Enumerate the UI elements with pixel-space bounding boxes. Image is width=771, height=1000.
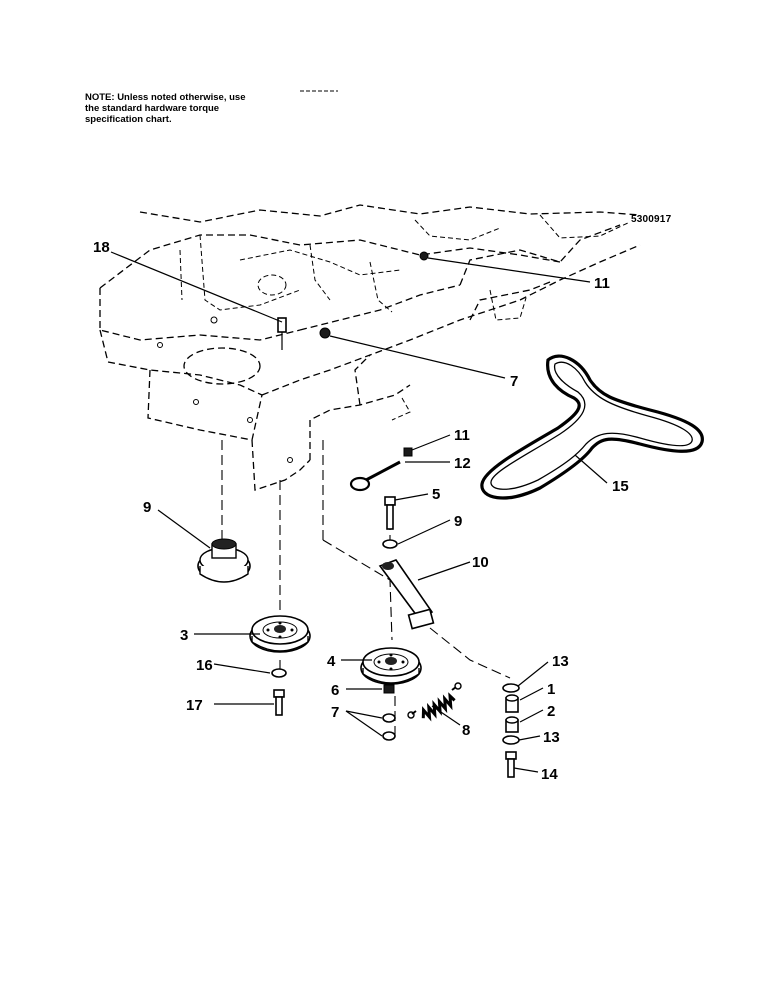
part-14-bolt <box>505 751 517 778</box>
part-13-washer-lower <box>502 735 520 745</box>
callout-14: 14 <box>541 766 558 783</box>
callout-8: 8 <box>462 722 470 739</box>
callout-9-pulley: 9 <box>143 499 151 516</box>
callout-17: 17 <box>186 697 203 714</box>
part-5-bolt <box>384 496 396 530</box>
callout-13-bottom: 13 <box>543 729 560 746</box>
callout-7-washers: 7 <box>331 704 339 721</box>
part-2-spacer <box>505 716 519 733</box>
part-4-pulley <box>360 647 422 685</box>
figure-code: 5300917 <box>631 214 672 225</box>
part-15-belt <box>480 354 704 500</box>
part-3-pulley <box>249 615 311 653</box>
note-line-3: specification chart. <box>85 114 172 125</box>
callout-11-top: 11 <box>594 275 610 292</box>
part-10-idler-arm <box>378 559 435 630</box>
chassis-frame <box>99 204 641 491</box>
part-11-nut-top <box>419 251 429 261</box>
torque-note: NOTE: Unless noted otherwise, use the st… <box>85 92 285 125</box>
callout-16: 16 <box>196 657 213 674</box>
callout-11-eyebolt: 11 <box>454 427 470 444</box>
part-9-washer <box>382 539 398 549</box>
callout-6: 6 <box>331 682 339 699</box>
note-line-2: the standard hardware torque <box>85 103 220 114</box>
callout-13-top: 13 <box>552 653 569 670</box>
callout-18: 18 <box>93 239 110 256</box>
callout-7-top: 7 <box>510 373 518 390</box>
callout-1: 1 <box>547 681 555 698</box>
part-18-bolt <box>277 317 287 350</box>
part-6-nut <box>383 684 395 694</box>
callout-9-washer: 9 <box>454 513 462 530</box>
leader-lines <box>110 251 608 773</box>
callout-2: 2 <box>547 703 555 720</box>
callout-4: 4 <box>327 653 336 670</box>
callout-5: 5 <box>432 486 440 503</box>
callout-10: 10 <box>472 554 489 571</box>
callout-12: 12 <box>454 455 471 472</box>
part-16-washer <box>271 668 287 678</box>
callout-labels: 18 11 7 11 12 15 9 5 9 10 3 16 17 4 6 7 … <box>93 239 629 783</box>
part-8-spring <box>407 682 462 722</box>
callout-3: 3 <box>180 627 188 644</box>
part-7-nut-top <box>319 327 331 339</box>
callout-15: 15 <box>612 478 629 495</box>
part-11-nut-eyebolt <box>403 447 413 457</box>
part-13-washer-upper <box>502 683 520 693</box>
note-line-1: NOTE: Unless noted otherwise, use <box>85 92 246 103</box>
part-7-washer-upper <box>382 713 396 723</box>
part-7-washer-lower <box>382 731 396 741</box>
part-12-eyebolt <box>349 447 413 492</box>
assembly-axis-lines <box>221 440 511 738</box>
part-17-bolt <box>273 689 285 716</box>
part-1-bushing <box>505 694 519 713</box>
part-9-pulley <box>197 538 251 583</box>
